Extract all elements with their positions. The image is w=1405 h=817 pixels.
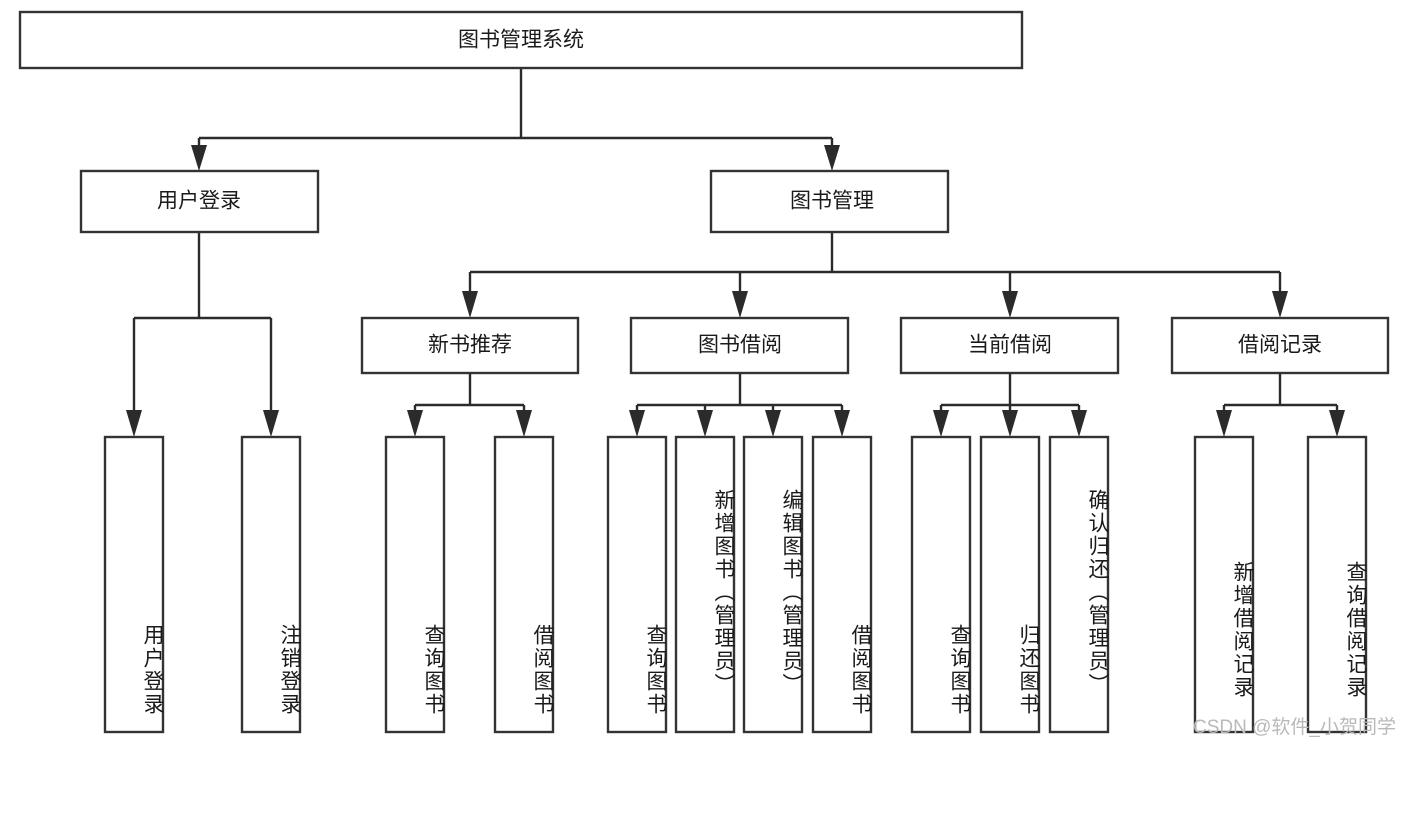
- arrow-to-new-book: [462, 291, 478, 318]
- arrow-to-leaf-query-book-1: [407, 410, 423, 437]
- node-new-book-recommend-label: 新书推荐: [428, 334, 512, 357]
- leaf-box-return-book[interactable]: [979, 435, 1041, 734]
- connector-layer: [126, 68, 1345, 437]
- arrow-to-book-manage: [824, 145, 840, 171]
- node-new-book-recommend[interactable]: [360, 316, 580, 375]
- arrow-to-leaf-add-record: [1216, 410, 1232, 437]
- arrow-to-leaf-query-book-3: [933, 410, 949, 437]
- watermark-label: CSDN @软件_小贺同学: [1193, 717, 1396, 738]
- arrow-to-leaf-borrow-book-1: [516, 410, 532, 437]
- leaf-box-query-record[interactable]: [1306, 435, 1368, 734]
- leaf-box-query-book-1[interactable]: [384, 435, 446, 734]
- leaf-box-confirm-return[interactable]: [1048, 435, 1110, 734]
- leaf-box-query-book-3[interactable]: [910, 435, 972, 734]
- node-book-manage[interactable]: [709, 169, 950, 234]
- arrow-to-leaf-borrow-book-2: [834, 410, 850, 437]
- arrow-to-leaf-query-book-2: [629, 410, 645, 437]
- node-borrow-record-label: 借阅记录: [1238, 334, 1322, 357]
- leaf-box-query-book-2[interactable]: [606, 435, 668, 734]
- node-book-manage-label: 图书管理: [790, 190, 874, 213]
- arrow-to-leaf-edit-book: [765, 410, 781, 437]
- arrow-to-borrow-record: [1272, 291, 1288, 318]
- arrow-to-leaf-return-book: [1002, 410, 1018, 437]
- leaf-box-borrow-book-2[interactable]: [811, 435, 873, 734]
- leaf-box-borrow-book-1[interactable]: [493, 435, 555, 734]
- flowchart-svg: 图书管理系统 用户登录 图书管理 新书推荐 图书借阅 当前借阅 借阅记录: [18, 10, 1390, 734]
- arrow-to-leaf-add-book: [697, 410, 713, 437]
- node-current-borrow-label: 当前借阅: [968, 334, 1052, 357]
- node-user-login-label: 用户登录: [157, 190, 241, 213]
- diagram-canvas: 图书管理系统 用户登录 图书管理 新书推荐 图书借阅 当前借阅 借阅记录: [18, 10, 1396, 738]
- node-root-system[interactable]: [18, 10, 1024, 70]
- leaf-box-logout[interactable]: [240, 435, 302, 734]
- arrow-to-leaf-confirm-return: [1071, 410, 1087, 437]
- leaf-box-edit-book[interactable]: [742, 435, 804, 734]
- node-user-login[interactable]: [79, 169, 320, 234]
- node-layer: 图书管理系统 用户登录 图书管理 新书推荐 图书借阅 当前借阅 借阅记录: [18, 10, 1390, 734]
- arrow-to-book-borrow: [732, 291, 748, 318]
- leaf-box-add-record[interactable]: [1193, 435, 1255, 734]
- arrow-to-leaf-query-record: [1329, 410, 1345, 437]
- arrow-to-leaf-logout: [263, 410, 279, 437]
- node-book-borrow[interactable]: [629, 316, 850, 375]
- arrow-to-current-borrow: [1002, 291, 1018, 318]
- node-book-borrow-label: 图书借阅: [698, 334, 782, 357]
- leaf-box-add-book[interactable]: [674, 435, 736, 734]
- arrow-to-user-login: [191, 145, 207, 171]
- node-borrow-record[interactable]: [1170, 316, 1390, 375]
- arrow-to-leaf-user-login: [126, 410, 142, 437]
- node-root-system-label: 图书管理系统: [458, 29, 584, 52]
- node-current-borrow[interactable]: [899, 316, 1120, 375]
- leaf-box-user-login[interactable]: [103, 435, 165, 734]
